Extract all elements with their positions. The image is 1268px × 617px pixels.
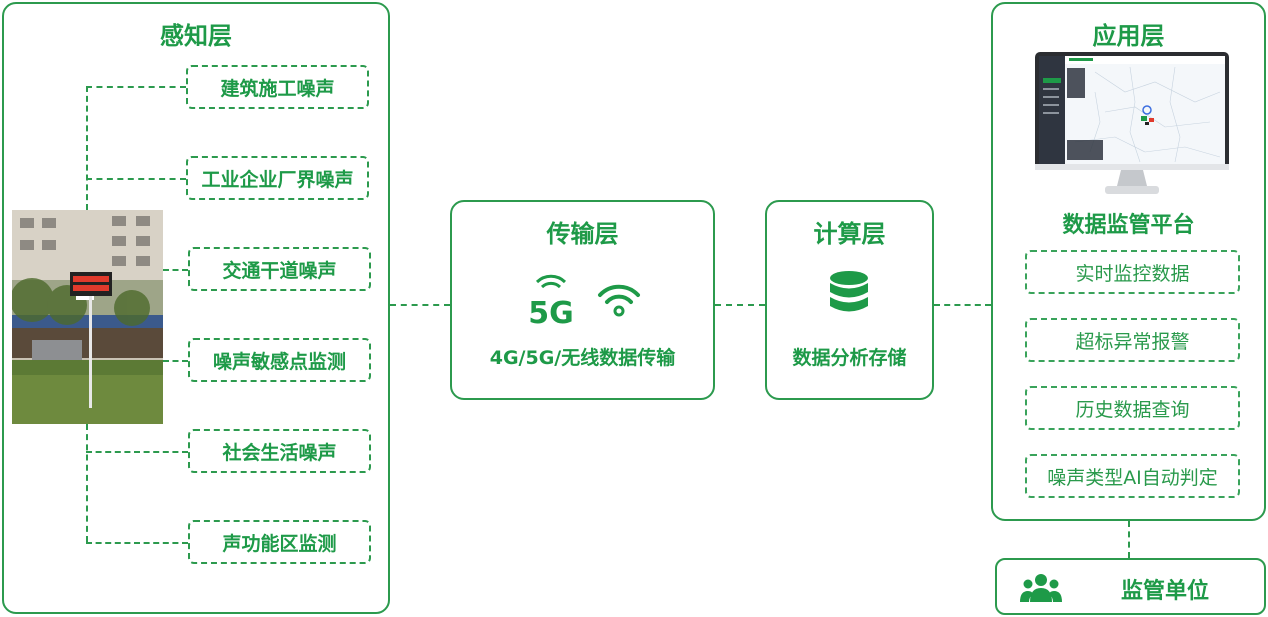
perception-item-sensitive-point: 噪声敏感点监测	[188, 338, 371, 382]
compute-layer-panel: 计算层	[765, 200, 934, 400]
connector-compute-application	[934, 304, 991, 306]
perception-item-industrial-noise: 工业企业厂界噪声	[186, 156, 369, 200]
perception-layer-title: 感知层	[160, 22, 232, 50]
compute-caption: 数据分析存储	[792, 347, 907, 369]
connector-line-6	[86, 542, 188, 544]
transport-layer-title: 传输层	[546, 220, 619, 248]
perception-item-social-noise: 社会生活噪声	[188, 429, 371, 473]
supervisor-panel	[995, 558, 1266, 615]
connector-line-4	[163, 360, 188, 362]
connector-line-2	[86, 178, 186, 180]
connector-application-supervisor	[1128, 521, 1130, 558]
perception-item-construction-noise: 建筑施工噪声	[186, 65, 369, 109]
platform-name: 数据监管平台	[1062, 213, 1195, 238]
database-icon	[828, 270, 870, 320]
feature-overlimit-alarm: 超标异常报警	[1025, 318, 1240, 362]
perception-connector-lower	[86, 424, 88, 542]
application-layer-title: 应用层	[1092, 22, 1165, 50]
connector-line-3	[163, 269, 188, 271]
feature-ai-noise-type: 噪声类型AI自动判定	[1025, 454, 1240, 498]
signal-5g-icon: 5G	[527, 268, 575, 326]
supervisor-label: 监管单位	[1120, 579, 1209, 604]
connector-line-5	[86, 451, 188, 453]
perception-item-traffic-noise: 交通干道噪声	[188, 247, 371, 291]
wifi-icon	[597, 282, 641, 318]
perception-connector-upper	[86, 86, 88, 210]
connector-perception-transport	[390, 304, 450, 306]
transport-layer-panel: 传输层	[450, 200, 715, 400]
feature-history-query: 历史数据查询	[1025, 386, 1240, 430]
transport-caption: 4G/5G/无线数据传输	[489, 347, 676, 369]
compute-layer-title: 计算层	[813, 220, 886, 248]
connector-transport-compute	[715, 304, 765, 306]
perception-item-functional-zone: 声功能区监测	[188, 520, 371, 564]
signal-5g-label: 5G	[528, 296, 574, 326]
people-group-icon	[1020, 572, 1062, 604]
noise-monitor-photo	[12, 210, 163, 424]
feature-realtime-monitoring: 实时监控数据	[1025, 250, 1240, 294]
connector-line-1	[86, 86, 186, 88]
monitor-screenshot	[1035, 52, 1229, 196]
